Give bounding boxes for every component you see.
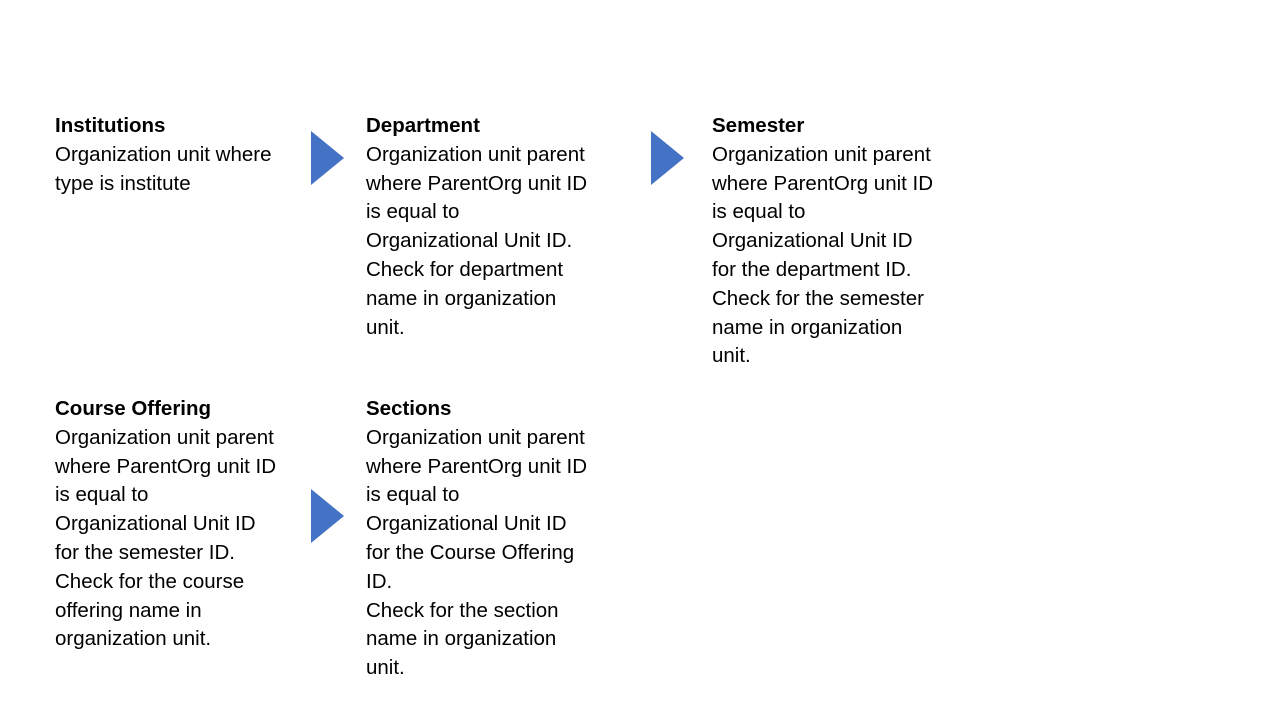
step-text-line: Check for the section [366, 598, 559, 622]
step-text-line: unit. [712, 344, 751, 368]
step-text-line: where ParentOrg unit ID [366, 171, 588, 195]
step-title: Course Offering [55, 397, 212, 420]
step-title: Department [366, 114, 480, 137]
step-text-line: offering name in [55, 598, 202, 622]
step-department: Department Organization unit parent wher… [366, 112, 587, 342]
step-text-line: Check for department [366, 257, 564, 281]
step-text-line: where ParentOrg unit ID [712, 171, 934, 195]
step-text-line: Organization unit parent [55, 425, 274, 449]
arrow-right-icon [311, 489, 344, 543]
step-text-line: is equal to [366, 200, 460, 224]
step-text-line: type is institute [55, 171, 191, 195]
step-title: Sections [366, 397, 452, 420]
arrow-right-icon [651, 131, 684, 185]
step-text-line: ID. [366, 569, 393, 593]
step-text-line: unit. [366, 315, 405, 339]
step-institutions: Institutions Organization unit where typ… [55, 112, 272, 198]
step-text-line: Check for the semester [712, 286, 924, 310]
step-sections: Sections Organization unit parent where … [366, 395, 587, 683]
step-text-line: name in organization [366, 627, 557, 651]
step-text-line: is equal to [55, 483, 149, 507]
step-text-line: Organizational Unit ID. [366, 229, 573, 253]
arrow-right-icon [311, 131, 344, 185]
step-text-line: for the Course Offering [366, 540, 575, 564]
step-text-line: for the semester ID. [55, 540, 236, 564]
step-text-line: name in organization [712, 315, 903, 339]
step-text-line: Check for the course [55, 569, 245, 593]
step-text-line: Organization unit parent [712, 142, 931, 166]
step-text-line: organization unit. [55, 627, 212, 651]
step-title: Institutions [55, 114, 166, 137]
step-text-line: for the department ID. [712, 257, 912, 281]
step-text-line: unit. [366, 656, 405, 680]
step-text-line: where ParentOrg unit ID [55, 454, 277, 478]
step-text-line: is equal to [366, 483, 460, 507]
step-text-line: Organizational Unit ID [712, 229, 913, 253]
step-text-line: where ParentOrg unit ID [366, 454, 588, 478]
step-text-line: Organization unit parent [366, 142, 585, 166]
step-text-line: Organizational Unit ID [55, 512, 256, 536]
step-course-offering: Course Offering Organization unit parent… [55, 395, 276, 654]
step-text-line: Organizational Unit ID [366, 512, 567, 536]
step-text-line: name in organization [366, 286, 557, 310]
step-semester: Semester Organization unit parent where … [712, 112, 933, 371]
step-text-line: is equal to [712, 200, 806, 224]
step-title: Semester [712, 114, 805, 137]
step-text-line: Organization unit where [55, 142, 272, 166]
step-text-line: Organization unit parent [366, 425, 585, 449]
